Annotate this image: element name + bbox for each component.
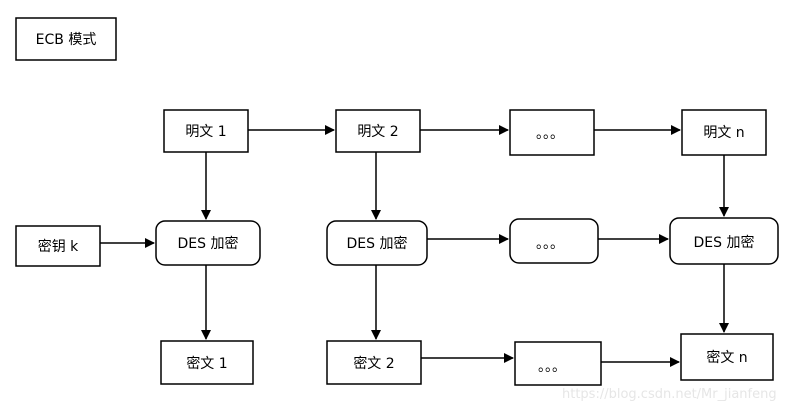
plaintext-ellipsis-box: 。。。 bbox=[509, 109, 595, 156]
plaintext-n-label: 明文 n bbox=[703, 125, 744, 141]
ciphertext-ellipsis-label: 。。。 bbox=[538, 359, 566, 375]
ciphertext-1-box: 密文 1 bbox=[160, 340, 254, 385]
des-encrypt-n-label: DES 加密 bbox=[694, 234, 755, 251]
ciphertext-2-label: 密文 2 bbox=[353, 355, 394, 372]
title-label: ECB 模式 bbox=[36, 32, 97, 48]
ciphertext-n-label: 密文 n bbox=[706, 349, 747, 366]
ciphertext-2-box: 密文 2 bbox=[326, 340, 422, 385]
des-encrypt-n-box: DES 加密 bbox=[669, 217, 779, 265]
plaintext-ellipsis-label: 。。。 bbox=[536, 126, 564, 142]
title-box: ECB 模式 bbox=[15, 17, 117, 61]
ciphertext-1-label: 密文 1 bbox=[186, 355, 227, 372]
watermark-text: https://blog.csdn.net/Mr_jianfeng bbox=[562, 387, 777, 402]
des-encrypt-1-label: DES 加密 bbox=[178, 235, 239, 252]
plaintext-n-box: 明文 n bbox=[681, 109, 767, 156]
key-label: 密钥 k bbox=[38, 238, 79, 255]
des-encrypt-1-box: DES 加密 bbox=[155, 220, 261, 266]
des-encrypt-ellipsis-label: 。。。 bbox=[536, 236, 564, 252]
plaintext-1-label: 明文 1 bbox=[185, 124, 226, 140]
plaintext-1-box: 明文 1 bbox=[163, 109, 249, 153]
des-encrypt-ellipsis-box: 。。。 bbox=[509, 218, 599, 264]
key-box: 密钥 k bbox=[15, 225, 101, 267]
plaintext-2-label: 明文 2 bbox=[357, 124, 398, 140]
ciphertext-ellipsis-box: 。。。 bbox=[514, 341, 602, 386]
ciphertext-n-box: 密文 n bbox=[680, 333, 774, 381]
des-encrypt-2-box: DES 加密 bbox=[326, 220, 428, 266]
des-encrypt-2-label: DES 加密 bbox=[347, 235, 408, 252]
plaintext-2-box: 明文 2 bbox=[335, 109, 421, 153]
